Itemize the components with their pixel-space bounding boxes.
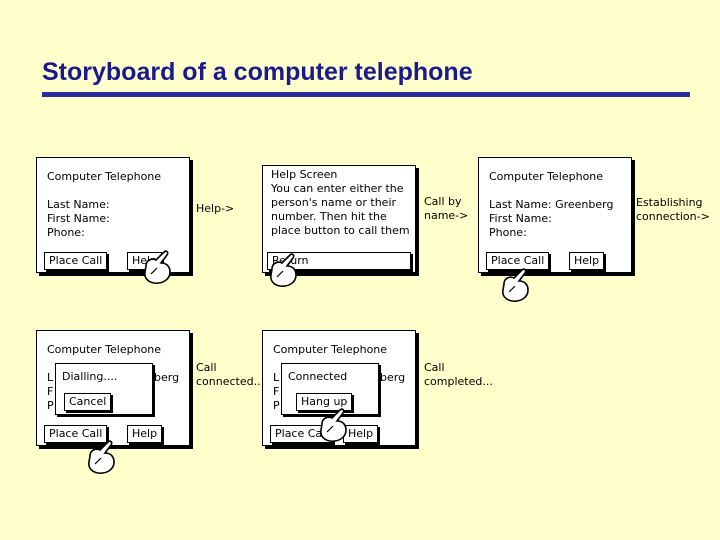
last-name-label: L	[273, 371, 280, 384]
help-title: Help Screen	[271, 168, 338, 181]
pointing-hand-icon	[144, 250, 171, 284]
first-name-label: First Name:	[489, 212, 552, 225]
first-name-label: F	[273, 385, 280, 398]
dialling-dialog: Dialling.... Cancel	[55, 363, 153, 415]
help-button[interactable]: Help	[569, 252, 605, 270]
last-name-label: L	[47, 371, 54, 384]
phone-label: P	[273, 399, 280, 412]
frame-title: Computer Telephone	[47, 170, 162, 183]
help-text: number. Then hit the	[271, 210, 387, 223]
last-name-label: Last Name:	[47, 198, 110, 211]
frame-help-screen: Help Screen You can enter either the per…	[262, 165, 416, 273]
first-name-label: F	[47, 385, 54, 398]
page-title: Storyboard of a computer telephone	[42, 58, 473, 86]
frame-dialling: Computer Telephone L F P berg Dialling..…	[36, 330, 190, 446]
hang-up-button[interactable]: Hang up	[296, 393, 353, 411]
help-button[interactable]: Help	[127, 425, 163, 443]
dialog-text: Connected	[288, 370, 348, 383]
pointing-hand-icon	[88, 440, 115, 474]
transition-label: Call completed...	[424, 361, 493, 388]
last-name-value: berg	[380, 371, 406, 384]
phone-label: Phone:	[47, 226, 85, 239]
first-name-label: First Name:	[47, 212, 110, 225]
pointing-hand-icon	[320, 408, 347, 442]
help-text: You can enter either the	[271, 182, 404, 195]
title-underline	[42, 92, 690, 97]
transition-label: Establishing connection->	[636, 196, 710, 223]
cancel-button[interactable]: Cancel	[64, 393, 112, 411]
frame-name-entered: Computer Telephone Last Name: Greenberg …	[478, 157, 632, 273]
help-text: person's name or their	[271, 196, 397, 209]
place-call-button[interactable]: Place Call	[44, 252, 108, 270]
place-call-button[interactable]: Place Call	[486, 252, 550, 270]
phone-label: P	[47, 399, 54, 412]
help-text: place button to call them	[271, 224, 410, 237]
phone-label: Phone:	[489, 226, 527, 239]
frame-connected: Computer Telephone L F P berg Connected …	[262, 330, 416, 446]
frame-title: Computer Telephone	[47, 343, 162, 356]
last-name-label: Last Name: Greenberg	[489, 198, 614, 211]
place-call-button[interactable]: Place Call	[44, 425, 108, 443]
transition-label: Help->	[196, 202, 235, 215]
pointing-hand-icon	[270, 253, 297, 287]
last-name-value: berg	[154, 371, 180, 384]
pointing-hand-icon	[502, 268, 529, 302]
frame-title: Computer Telephone	[273, 343, 388, 356]
dialog-text: Dialling....	[62, 370, 118, 383]
frame-title: Computer Telephone	[489, 170, 604, 183]
transition-label: Call connected..	[196, 361, 261, 388]
transition-label: Call by name->	[424, 195, 469, 222]
connected-dialog: Connected Hang up	[281, 363, 379, 415]
place-call-button[interactable]: Place Call	[270, 425, 334, 443]
